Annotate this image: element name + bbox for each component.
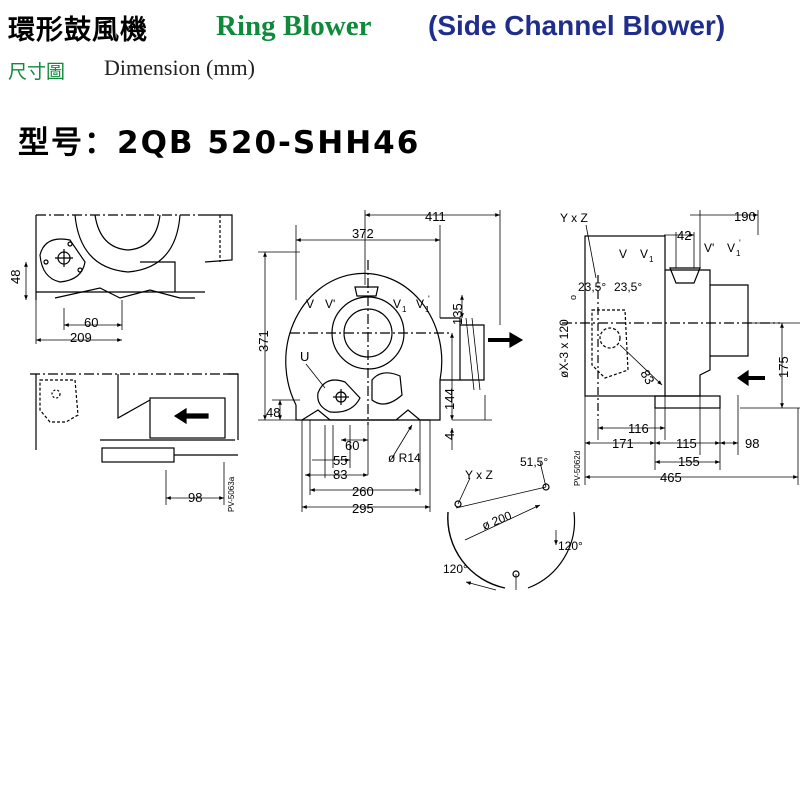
dim-dia-200: ø 200 [480, 508, 514, 533]
angle-120-right: 120° [558, 539, 583, 553]
dim-371: 371 [256, 330, 271, 352]
dim-83-side: 83 [637, 367, 657, 387]
dim-48-front: 48 [266, 405, 280, 420]
front-view [258, 210, 524, 512]
dim-42: 42 [677, 228, 691, 243]
dimension-drawing: 48 60 209 98 PV-5063a [8, 209, 800, 591]
angle-51-5: 51,5° [520, 455, 548, 469]
label-v-side: V [619, 247, 627, 261]
dim-144: 144 [442, 388, 457, 410]
drawing-no-left: PV-5063a [227, 476, 236, 512]
dim-48-left: 48 [8, 270, 23, 284]
dim-55: 55 [333, 453, 347, 468]
label-vp-front: V' [325, 297, 335, 311]
label-v1p-side: V [727, 241, 735, 255]
dim-4: 4 [442, 433, 457, 440]
dim-135: 135 [450, 303, 465, 325]
dimension-label-english: Dimension (mm) [104, 55, 255, 80]
label-v1p-mark-front: ' [428, 294, 430, 304]
title-chinese: 環形鼓風機 [8, 15, 148, 46]
header: 環形鼓風機 Ring Blower (Side Channel Blower) … [0, 0, 800, 161]
label-v1p-sub-side: 1 [736, 249, 741, 258]
small-o-mark: o [568, 295, 578, 300]
bolt-circle-label: øX-3 x 120 [557, 319, 571, 378]
dim-115: 115 [676, 436, 697, 451]
dim-190: 190 [734, 209, 756, 224]
dim-60-front: 60 [345, 438, 359, 453]
label-v1-front: V [393, 297, 401, 311]
angle-23-5-right: 23,5° [614, 280, 642, 294]
title-english: Ring Blower [216, 10, 372, 42]
dim-171: 171 [612, 436, 634, 451]
title-side-channel: (Side Channel Blower) [428, 10, 726, 41]
label-yxz-side: Y x Z [560, 211, 588, 225]
label-v-front: V [306, 297, 314, 311]
angle-23-5-left: 23,5° [578, 280, 606, 294]
dim-175: 175 [776, 356, 791, 378]
dim-465: 465 [660, 470, 682, 485]
dim-295: 295 [352, 501, 374, 516]
dim-411: 411 [425, 209, 446, 224]
label-v1-sub-front: 1 [402, 305, 407, 314]
dim-372: 372 [352, 226, 374, 241]
dim-155: 155 [678, 454, 700, 469]
bolt-circle-detail [447, 461, 576, 591]
label-vp-side: V' [704, 241, 714, 255]
dim-116: 116 [628, 421, 649, 436]
dim-98-left: 98 [188, 490, 202, 505]
label-v1-sub-side: 1 [649, 255, 654, 264]
dim-98-side: 98 [745, 436, 759, 451]
label-v1-side: V [640, 247, 648, 261]
left-top-view [24, 214, 233, 344]
label-u: U [300, 349, 309, 364]
model-number: 型号：2QB 520-SHH46 [18, 125, 421, 161]
label-v1p-front: V [416, 297, 424, 311]
drawing-no-side: PV-5062d [573, 451, 582, 486]
dim-83-front: 83 [333, 467, 347, 482]
dim-60-left: 60 [84, 315, 98, 330]
side-view [562, 210, 800, 485]
label-yxz-detail: Y x Z [465, 468, 493, 482]
dim-209: 209 [70, 330, 92, 345]
left-bottom-view [30, 373, 240, 505]
angle-120-left: 120° [443, 562, 468, 576]
dimension-label-chinese: 尺寸圖 [8, 61, 66, 83]
dim-r14: ø R14 [388, 451, 421, 465]
dim-260: 260 [352, 484, 374, 499]
label-v1p-sub-front: 1 [425, 305, 430, 314]
label-v1p-mark-side: ' [739, 238, 741, 248]
